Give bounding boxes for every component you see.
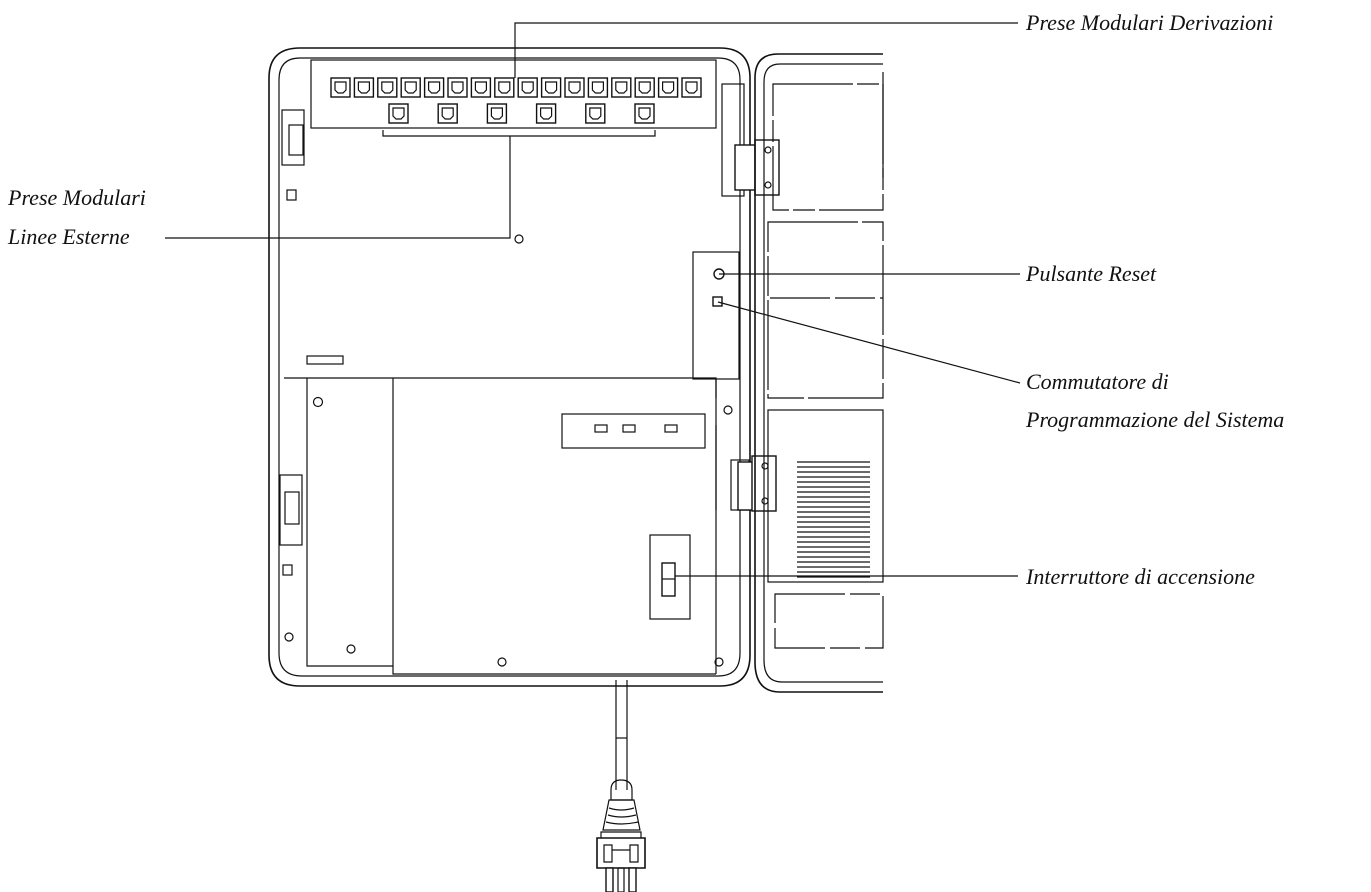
label-interruttore: Interruttore di accensione — [1025, 564, 1255, 589]
indicator-lights — [594, 424, 678, 433]
label-prese-linee-1: Prese Modulari — [7, 185, 146, 210]
line-jack — [535, 103, 557, 124]
extension-jack — [353, 77, 375, 98]
leader-lines — [165, 22, 1021, 577]
power-cord — [602, 680, 641, 831]
extension-jack — [634, 77, 655, 98]
indicator-light — [664, 424, 678, 433]
program-switch[interactable] — [712, 296, 723, 307]
line-jack — [388, 103, 409, 124]
extension-jack — [400, 77, 421, 98]
extension-jack — [470, 77, 492, 98]
main-cabinet — [268, 47, 751, 687]
extension-jack — [377, 77, 398, 98]
door-vent — [797, 461, 870, 578]
extension-jack — [657, 77, 679, 98]
extension-jack — [681, 77, 702, 98]
indicator-light — [594, 424, 608, 433]
extension-jack — [587, 77, 609, 98]
hinge-upper — [721, 83, 780, 197]
extension-jack — [540, 77, 562, 98]
label-commutatore-1: Commutatore di — [1026, 369, 1169, 394]
line-jacks-bracket — [382, 130, 656, 137]
extension-jack — [517, 77, 538, 98]
label-commutatore-2: Programmazione del Sistema — [1025, 407, 1284, 432]
line-jack — [585, 103, 606, 124]
power-unit — [284, 377, 733, 675]
label-prese-derivazioni: Prese Modulari Derivazioni — [1025, 10, 1273, 35]
screw — [514, 234, 524, 244]
label-prese-linee-2: Linee Esterne — [7, 224, 130, 249]
extension-jack — [330, 77, 351, 98]
slot — [306, 355, 344, 365]
line-jack — [486, 103, 508, 124]
left-clip-upper — [281, 109, 305, 201]
extension-jack — [564, 77, 585, 98]
label-pulsante-reset: Pulsante Reset — [1025, 261, 1157, 286]
hinge-lower — [730, 455, 777, 512]
extension-jack — [611, 77, 632, 98]
extension-jack — [423, 77, 445, 98]
power-switch[interactable] — [649, 534, 691, 620]
power-plug — [596, 831, 646, 892]
indicator-panel — [561, 413, 706, 449]
indicator-light — [622, 424, 636, 433]
extension-jack — [447, 77, 468, 98]
left-clip-lower — [279, 474, 303, 576]
cabinet-door — [754, 53, 884, 693]
extension-jack — [494, 77, 515, 98]
line-jack — [437, 103, 458, 124]
extension-jacks — [330, 77, 702, 98]
line-jacks — [388, 103, 655, 124]
line-jack — [634, 103, 655, 124]
jack-board — [310, 59, 717, 129]
